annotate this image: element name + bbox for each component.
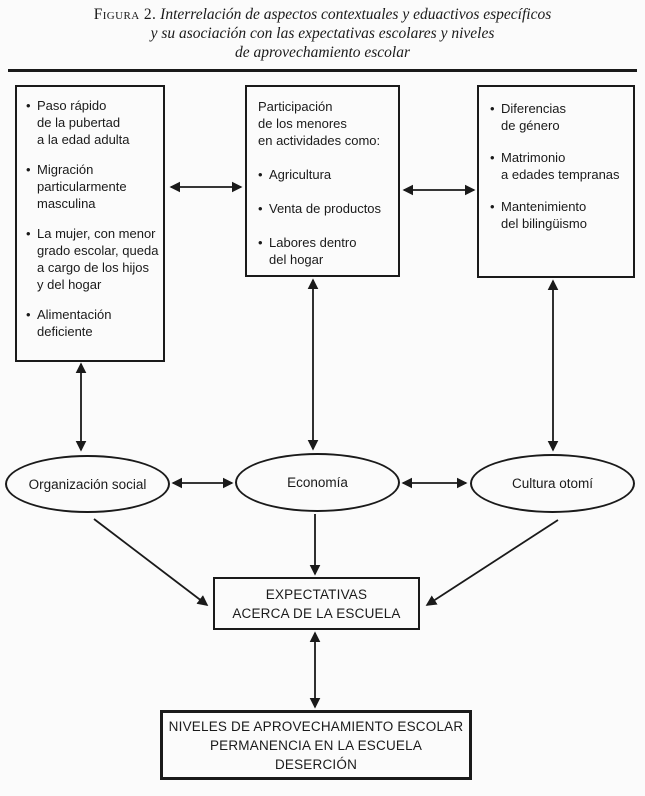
ellipse-organizacion-social: Organización social bbox=[5, 455, 170, 513]
list-item-text: Alimentación deficiente bbox=[37, 307, 112, 339]
list-item-text: Venta de productos bbox=[269, 201, 382, 216]
box-niveles-aprovechamiento: NIVELES DE APROVECHAMIENTO ESCOLAR PERMA… bbox=[160, 710, 472, 780]
figure-label: Figura 2. bbox=[93, 6, 157, 23]
ellipse-label: Organización social bbox=[28, 476, 147, 492]
bullet-icon: • bbox=[26, 226, 31, 241]
list-item-text: Agricultura bbox=[269, 167, 332, 182]
list-item: • Labores dentro del hogar bbox=[258, 234, 395, 268]
arrow-cultura-expectativas bbox=[425, 519, 559, 606]
list-item-text: Paso rápido de la pubertad a la edad adu… bbox=[37, 98, 130, 147]
caption-line-1: Figura 2. Interrelación de aspectos cont… bbox=[0, 5, 645, 24]
caption-line-3: de aprovechamiento escolar bbox=[234, 44, 411, 61]
box-child-activities: Participación de los menores en activida… bbox=[245, 85, 400, 277]
box-expectativas-escuela: EXPECTATIVAS ACERCA DE LA ESCUELA bbox=[213, 577, 420, 630]
list-item: • La mujer, con menor grado escolar, que… bbox=[26, 225, 160, 293]
list-item: • Agricultura bbox=[258, 166, 395, 183]
bullet-icon: • bbox=[26, 162, 31, 177]
list-item-text: Matrimonio a edades tempranas bbox=[501, 150, 620, 182]
list-item-text: Labores dentro del hogar bbox=[269, 235, 357, 267]
bullet-icon: • bbox=[26, 307, 31, 322]
bullet-icon: • bbox=[258, 201, 263, 216]
list-item: • Diferencias de género bbox=[490, 100, 630, 134]
list-item: • Matrimonio a edades tempranas bbox=[490, 149, 630, 183]
bullet-icon: • bbox=[490, 199, 495, 214]
box-cultural-factors: • Diferencias de género • Matrimonio a e… bbox=[477, 85, 635, 278]
bullet-icon: • bbox=[490, 150, 495, 165]
list-item-text: Mantenimiento del bilingüismo bbox=[501, 199, 587, 231]
list-item: • Venta de productos bbox=[258, 200, 395, 217]
arrow-organizacion-expectativas bbox=[93, 518, 209, 606]
ellipse-cultura-otomi: Cultura otomí bbox=[470, 454, 635, 513]
list-item-text: Diferencias de género bbox=[501, 101, 567, 133]
list-item-text: Migración particularmente masculina bbox=[37, 162, 127, 211]
ellipse-label: Cultura otomí bbox=[511, 476, 594, 491]
caption-line-2: y su asociación con las expectativas esc… bbox=[150, 25, 495, 42]
bullet-icon: • bbox=[26, 98, 31, 113]
list-item: • Mantenimiento del bilingüismo bbox=[490, 198, 630, 232]
list-item: • Migración particularmente masculina bbox=[26, 161, 160, 212]
ellipse-label: Economía bbox=[287, 475, 348, 490]
bullet-icon: • bbox=[258, 235, 263, 250]
list-item: • Alimentación deficiente bbox=[26, 306, 160, 340]
box-text: NIVELES DE APROVECHAMIENTO ESCOLAR PERMA… bbox=[168, 718, 464, 772]
caption-title-part: Interrelación de aspectos contextuales y… bbox=[160, 6, 552, 23]
bullet-icon: • bbox=[258, 167, 263, 182]
box-social-context-factors: • Paso rápido de la pubertad a la edad a… bbox=[15, 85, 165, 362]
bullet-icon: • bbox=[490, 101, 495, 116]
box-header-text: Participación de los menores en activida… bbox=[258, 99, 381, 148]
figure-caption: Figura 2. Interrelación de aspectos cont… bbox=[0, 5, 645, 62]
box-text: EXPECTATIVAS ACERCA DE LA ESCUELA bbox=[232, 586, 401, 621]
ellipse-economia: Economía bbox=[235, 453, 400, 512]
list-item-text: La mujer, con menor grado escolar, queda… bbox=[37, 226, 159, 292]
list-item: • Paso rápido de la pubertad a la edad a… bbox=[26, 97, 160, 148]
caption-divider-rule bbox=[8, 69, 637, 72]
